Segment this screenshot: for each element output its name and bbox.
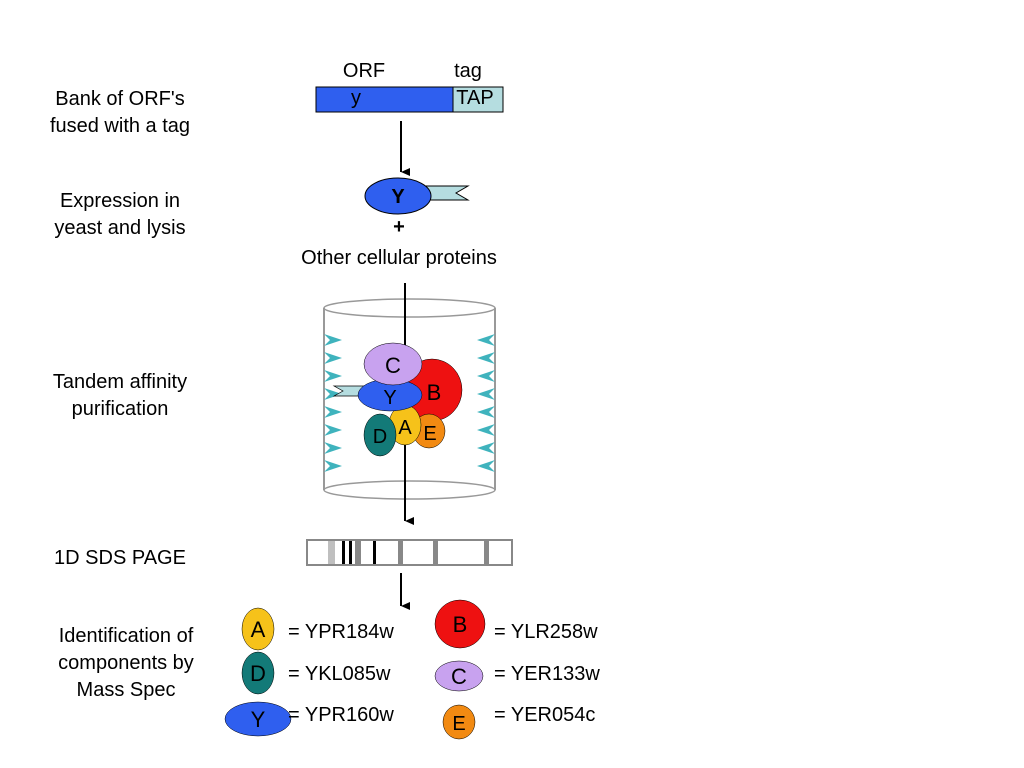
affinity-ligand-left [324,334,342,346]
gel-band [349,541,352,564]
complex-label-y: Y [383,387,396,409]
left-affinity-ligands [324,334,342,472]
affinity-ligand-left [324,424,342,436]
gel-bands [328,541,489,564]
legend-id-a: = YPR184w [288,621,394,643]
legend-protein-d [241,651,275,695]
legend-protein-c [434,660,484,692]
affinity-ligand-right [477,352,495,364]
legend-id-y: = YPR160w [288,704,394,726]
tap-tag-box [452,86,504,113]
affinity-ligand-right [477,388,495,400]
column-bottom-front [323,489,496,500]
affinity-ligand-right [477,334,495,346]
affinity-ligand-left [324,442,342,454]
legend-id-b: = YLR258w [494,621,598,643]
complex-label-b: B [427,380,442,405]
orf-box [315,86,454,113]
legend-label-y: Y [251,707,266,732]
complex-label-e: E [423,423,436,445]
tag-name: TAP [456,87,493,109]
affinity-ligand-right [477,406,495,418]
legend-label-a: A [251,617,266,642]
step-tap-label: Tandem affinity purification [52,371,188,420]
orf-header: ORF [343,60,385,82]
affinity-ligand-right [477,370,495,382]
sds-gel-lane [306,539,513,566]
complex-protein-d [363,413,397,457]
orf-name: y [351,87,361,109]
step-sds-label: 1D SDS PAGE [54,547,186,569]
step-bank-label: Bank of ORF's fused with a tag [49,88,191,137]
legend-label-e: E [452,713,465,735]
complex-label-d: D [373,426,387,448]
affinity-ligand-left [324,460,342,472]
legend-label-d: D [250,661,266,686]
expressed-protein-y [364,177,432,215]
plus-sign: + [393,216,405,238]
legend-protein-y [224,701,292,737]
expressed-protein-y-label: Y [391,186,405,208]
legend-protein-e [442,704,476,740]
legend-protein-a [241,607,275,651]
legend-id-c: = YER133w [494,663,600,685]
other-proteins-label: Other cellular proteins [301,247,497,269]
legend-id-d: = YKL085w [288,663,391,685]
column-bottom-back [323,480,496,491]
affinity-ligand-right [477,442,495,454]
tag-header: tag [454,60,482,82]
complex-label-a: A [398,417,412,439]
gel-band [398,541,403,564]
legend-id-e: = YER054c [494,704,595,726]
legend-label-c: C [451,664,467,689]
affinity-ligand-left [324,388,342,400]
complex-protein-c [363,342,423,386]
gel-band [328,541,335,564]
affinity-ligand-right [477,424,495,436]
affinity-ligand-right [477,460,495,472]
gel-band [484,541,489,564]
complex-label-c: C [385,353,401,378]
gel-band [342,541,345,564]
right-affinity-ligands [477,334,495,472]
step-identification-label: Identification of components by Mass Spe… [58,625,194,701]
gel-band [373,541,376,564]
legend-protein-b [434,599,486,649]
affinity-ligand-left [324,406,342,418]
gel-band [355,541,361,564]
step-expression-label: Expression in yeast and lysis [54,190,186,239]
affinity-ligand-left [324,370,342,382]
legend-label-b: B [453,612,468,637]
column-top-rim [323,298,496,318]
gel-band [433,541,438,564]
affinity-ligand-left [324,352,342,364]
